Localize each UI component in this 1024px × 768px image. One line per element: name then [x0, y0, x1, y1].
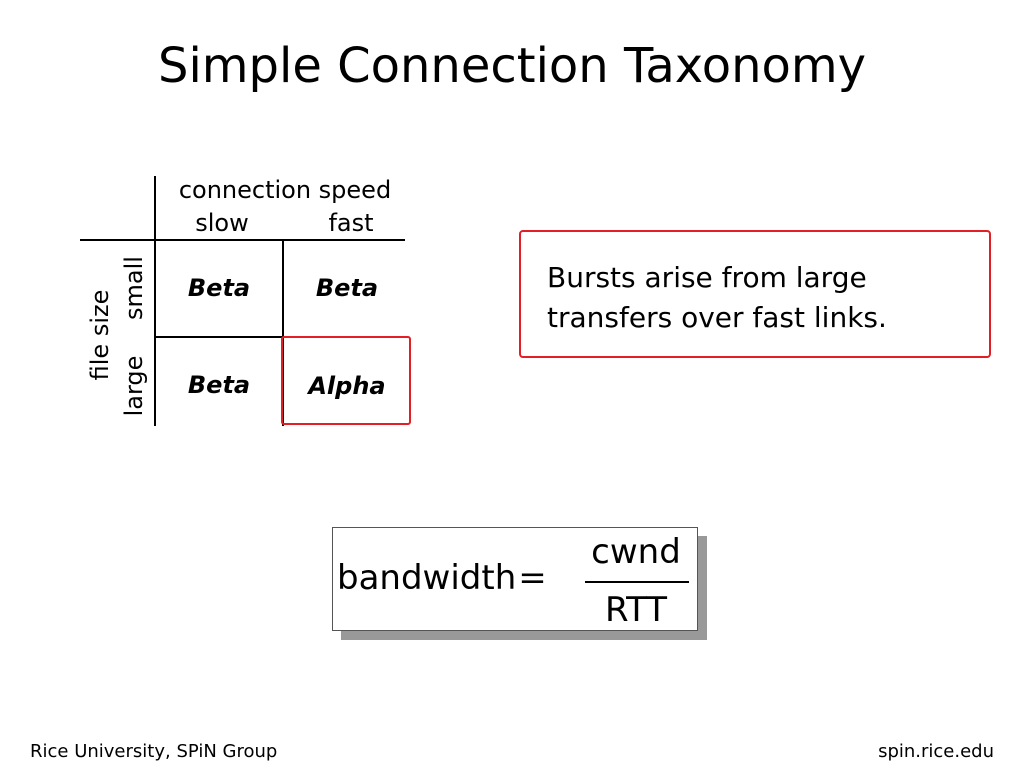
column-label-slow: slow: [195, 209, 249, 237]
footer-right: spin.rice.edu: [878, 741, 994, 762]
slide-title: Simple Connection Taxonomy: [157, 38, 867, 94]
row-label-small: small: [120, 256, 148, 320]
horizontal-divider-middle: [155, 336, 283, 338]
cell-large-fast: Alpha: [308, 372, 386, 400]
alpha-highlight-box: [281, 336, 411, 425]
row-label-large: large: [120, 355, 148, 417]
formula-numerator: cwnd: [591, 532, 681, 572]
vertical-divider-middle: [282, 240, 284, 426]
column-label-fast: fast: [328, 209, 374, 237]
callout-line-1: Bursts arise from large: [547, 261, 867, 294]
vertical-divider-left: [154, 176, 156, 426]
column-header: connection speed: [178, 176, 392, 204]
row-header: file size: [86, 289, 114, 381]
cell-large-slow: Beta: [187, 371, 251, 399]
horizontal-divider-top: [80, 239, 405, 241]
formula-denominator: RTT: [604, 590, 668, 630]
formula-lhs-text: bandwidth: [337, 558, 517, 598]
formula-fraction-bar: [585, 581, 689, 583]
formula-equals: =: [518, 558, 547, 598]
callout-box: Bursts arise from large transfers over f…: [519, 230, 991, 358]
bandwidth-formula: bandwidth= cwnd RTT: [332, 527, 698, 631]
footer-left: Rice University, SPiN Group: [30, 741, 278, 762]
callout-line-2: transfers over fast links.: [547, 301, 887, 334]
cell-small-fast: Beta: [315, 274, 379, 302]
formula-lhs: bandwidth=: [337, 558, 547, 598]
cell-small-slow: Beta: [187, 274, 251, 302]
